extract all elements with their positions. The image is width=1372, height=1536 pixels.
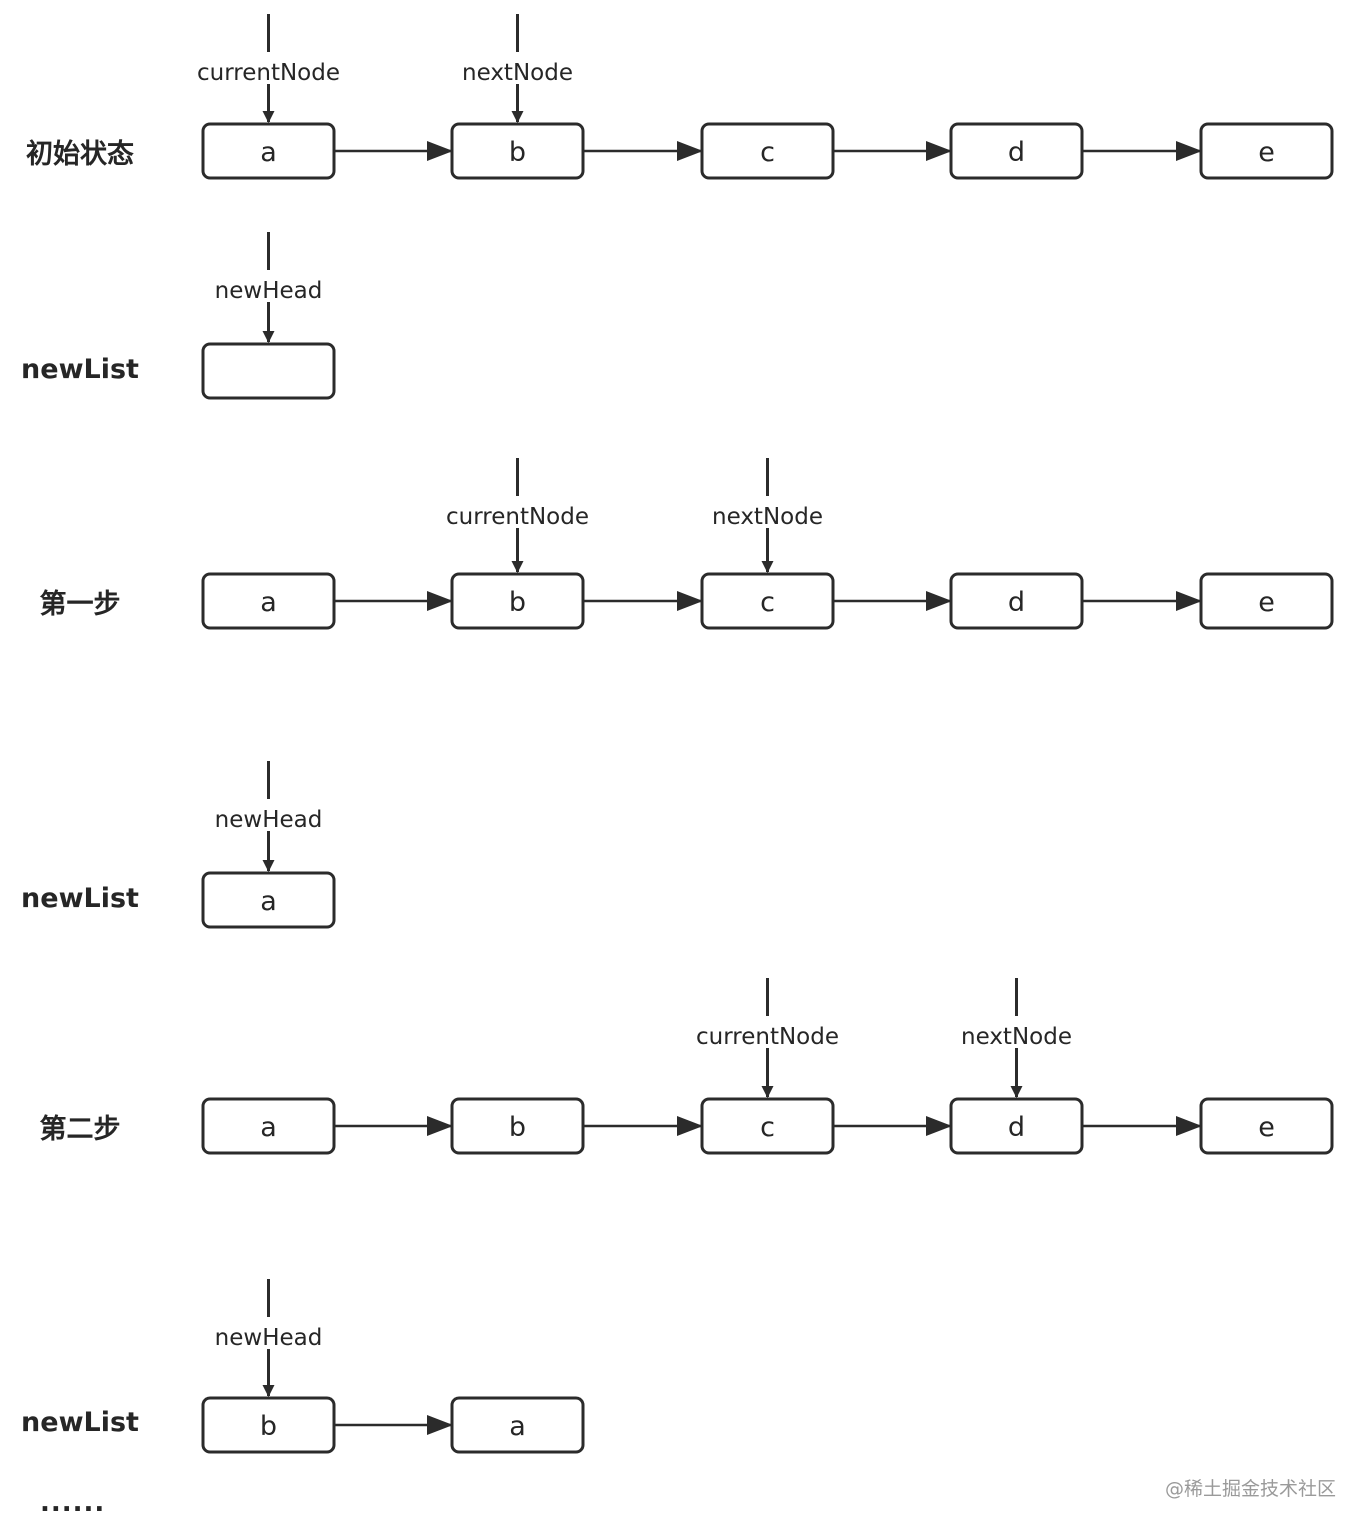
list-node-value: b <box>260 1411 277 1442</box>
pointer-label: currentNode <box>197 60 340 86</box>
row-label-newlist-3: newList <box>21 1407 139 1438</box>
list-node-value: e <box>1258 587 1275 618</box>
watermark: @稀土掘金技术社区 <box>1164 1478 1336 1500</box>
row-label-step-1: 第一步 <box>39 589 121 620</box>
list-node-value: e <box>1258 1112 1275 1143</box>
list-node-value: b <box>509 137 526 168</box>
list-node-value: b <box>509 587 526 618</box>
list-node-value: a <box>260 587 277 618</box>
list-node-box <box>1199 122 1334 180</box>
row-label-newlist-2: newList <box>21 883 139 914</box>
list-node-value: a <box>260 1112 277 1143</box>
pointer-label: nextNode <box>712 504 823 530</box>
row-label-newlist-1: newList <box>21 354 139 385</box>
list-node-value: c <box>760 1112 775 1143</box>
list-node-value: d <box>1008 137 1025 168</box>
list-node-value: c <box>760 587 775 618</box>
list-node-value: b <box>509 1112 526 1143</box>
pointer-label: newHead <box>215 807 323 833</box>
list-node-box <box>201 871 336 929</box>
row-label-initial-state: 初始状态 <box>26 139 134 170</box>
ellipsis: ...... <box>40 1488 106 1518</box>
pointer-label: currentNode <box>446 504 589 530</box>
list-node-box <box>1199 572 1334 630</box>
list-node-value: a <box>260 886 277 917</box>
pointer-label: currentNode <box>696 1024 839 1050</box>
list-node-value: e <box>1258 137 1275 168</box>
pointer-label: newHead <box>215 278 323 304</box>
list-node-value: a <box>260 137 277 168</box>
pointer-label: nextNode <box>961 1024 1072 1050</box>
list-node-box <box>450 1396 585 1454</box>
list-node-value: a <box>509 1411 526 1442</box>
list-node-value: d <box>1008 1112 1025 1143</box>
list-node-box <box>1199 1097 1334 1155</box>
pointer-label: newHead <box>215 1325 323 1351</box>
list-node-value: c <box>760 137 775 168</box>
pointer-label: nextNode <box>462 60 573 86</box>
row-label-step-2: 第二步 <box>39 1114 121 1145</box>
list-node-box <box>201 342 336 400</box>
list-node-value: d <box>1008 587 1025 618</box>
